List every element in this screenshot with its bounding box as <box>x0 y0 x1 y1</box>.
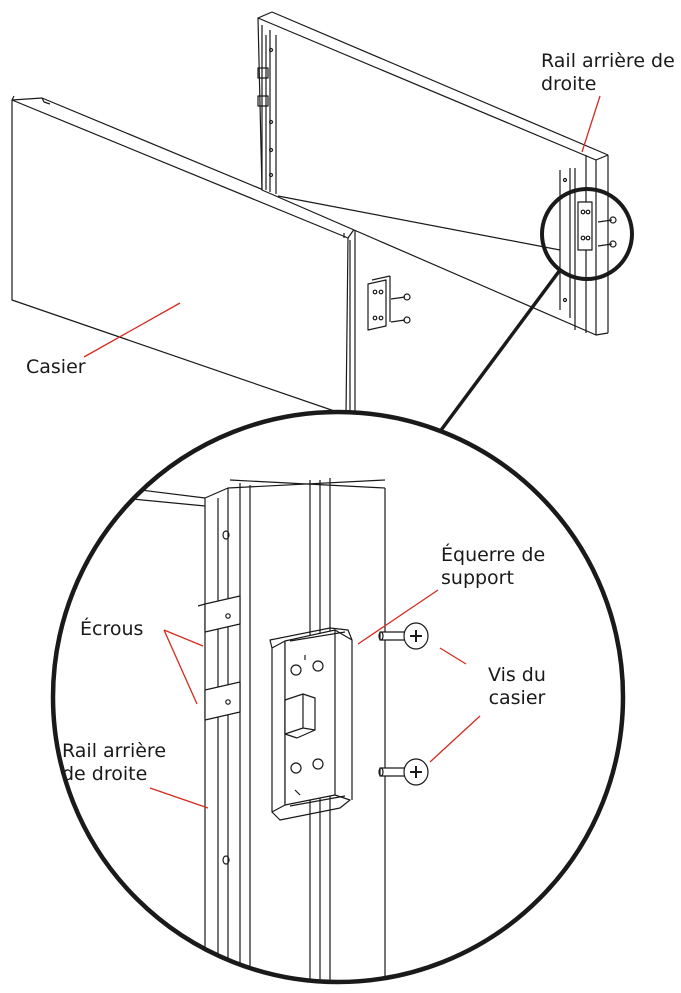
label-vis-line2: casier <box>488 687 546 709</box>
label-equerre-line1: Équerre de <box>441 544 546 566</box>
leader-rail-top <box>581 95 601 153</box>
leader-ecrous-2 <box>163 629 198 705</box>
label-rail-arriere-top-line2: droite <box>541 73 597 95</box>
label-rail-arriere-bottom-line2: de droite <box>62 763 148 785</box>
callout-connector <box>428 268 562 447</box>
leader-rail-bottom <box>149 787 209 809</box>
label-casier-text: Casier <box>26 356 86 378</box>
label-rail-arriere-bottom: Rail arrière de droite <box>62 740 166 786</box>
leader-ecrous-1 <box>163 629 204 647</box>
label-ecrous: Écrous <box>80 618 143 641</box>
leader-vis-1 <box>439 647 467 665</box>
leader-casier <box>83 302 181 358</box>
label-casier: Casier <box>26 356 86 379</box>
loose-bracket <box>367 275 411 331</box>
callout-circle-small <box>540 187 634 281</box>
label-equerre-line2: support <box>441 567 514 589</box>
label-ecrous-text: Écrous <box>80 618 144 640</box>
screw-top <box>378 622 429 650</box>
label-rail-arriere-bottom-line1: Rail arrière <box>62 740 167 762</box>
leader-equerre <box>357 589 439 645</box>
leader-lines <box>83 95 601 809</box>
detail-circle <box>50 409 626 985</box>
label-equerre: Équerre de support <box>441 544 545 590</box>
screw-bottom <box>378 758 429 786</box>
casier-panel <box>11 95 356 416</box>
leader-vis-2 <box>429 715 481 763</box>
detail-contents <box>59 478 429 980</box>
label-vis-line1: Vis du <box>488 664 546 686</box>
rail-back-panel <box>257 11 617 336</box>
label-rail-arriere-top: Rail arrière de droite <box>541 50 675 96</box>
label-vis-casier: Vis du casier <box>488 664 546 710</box>
label-rail-arriere-top-line1: Rail arrière de <box>541 50 675 72</box>
